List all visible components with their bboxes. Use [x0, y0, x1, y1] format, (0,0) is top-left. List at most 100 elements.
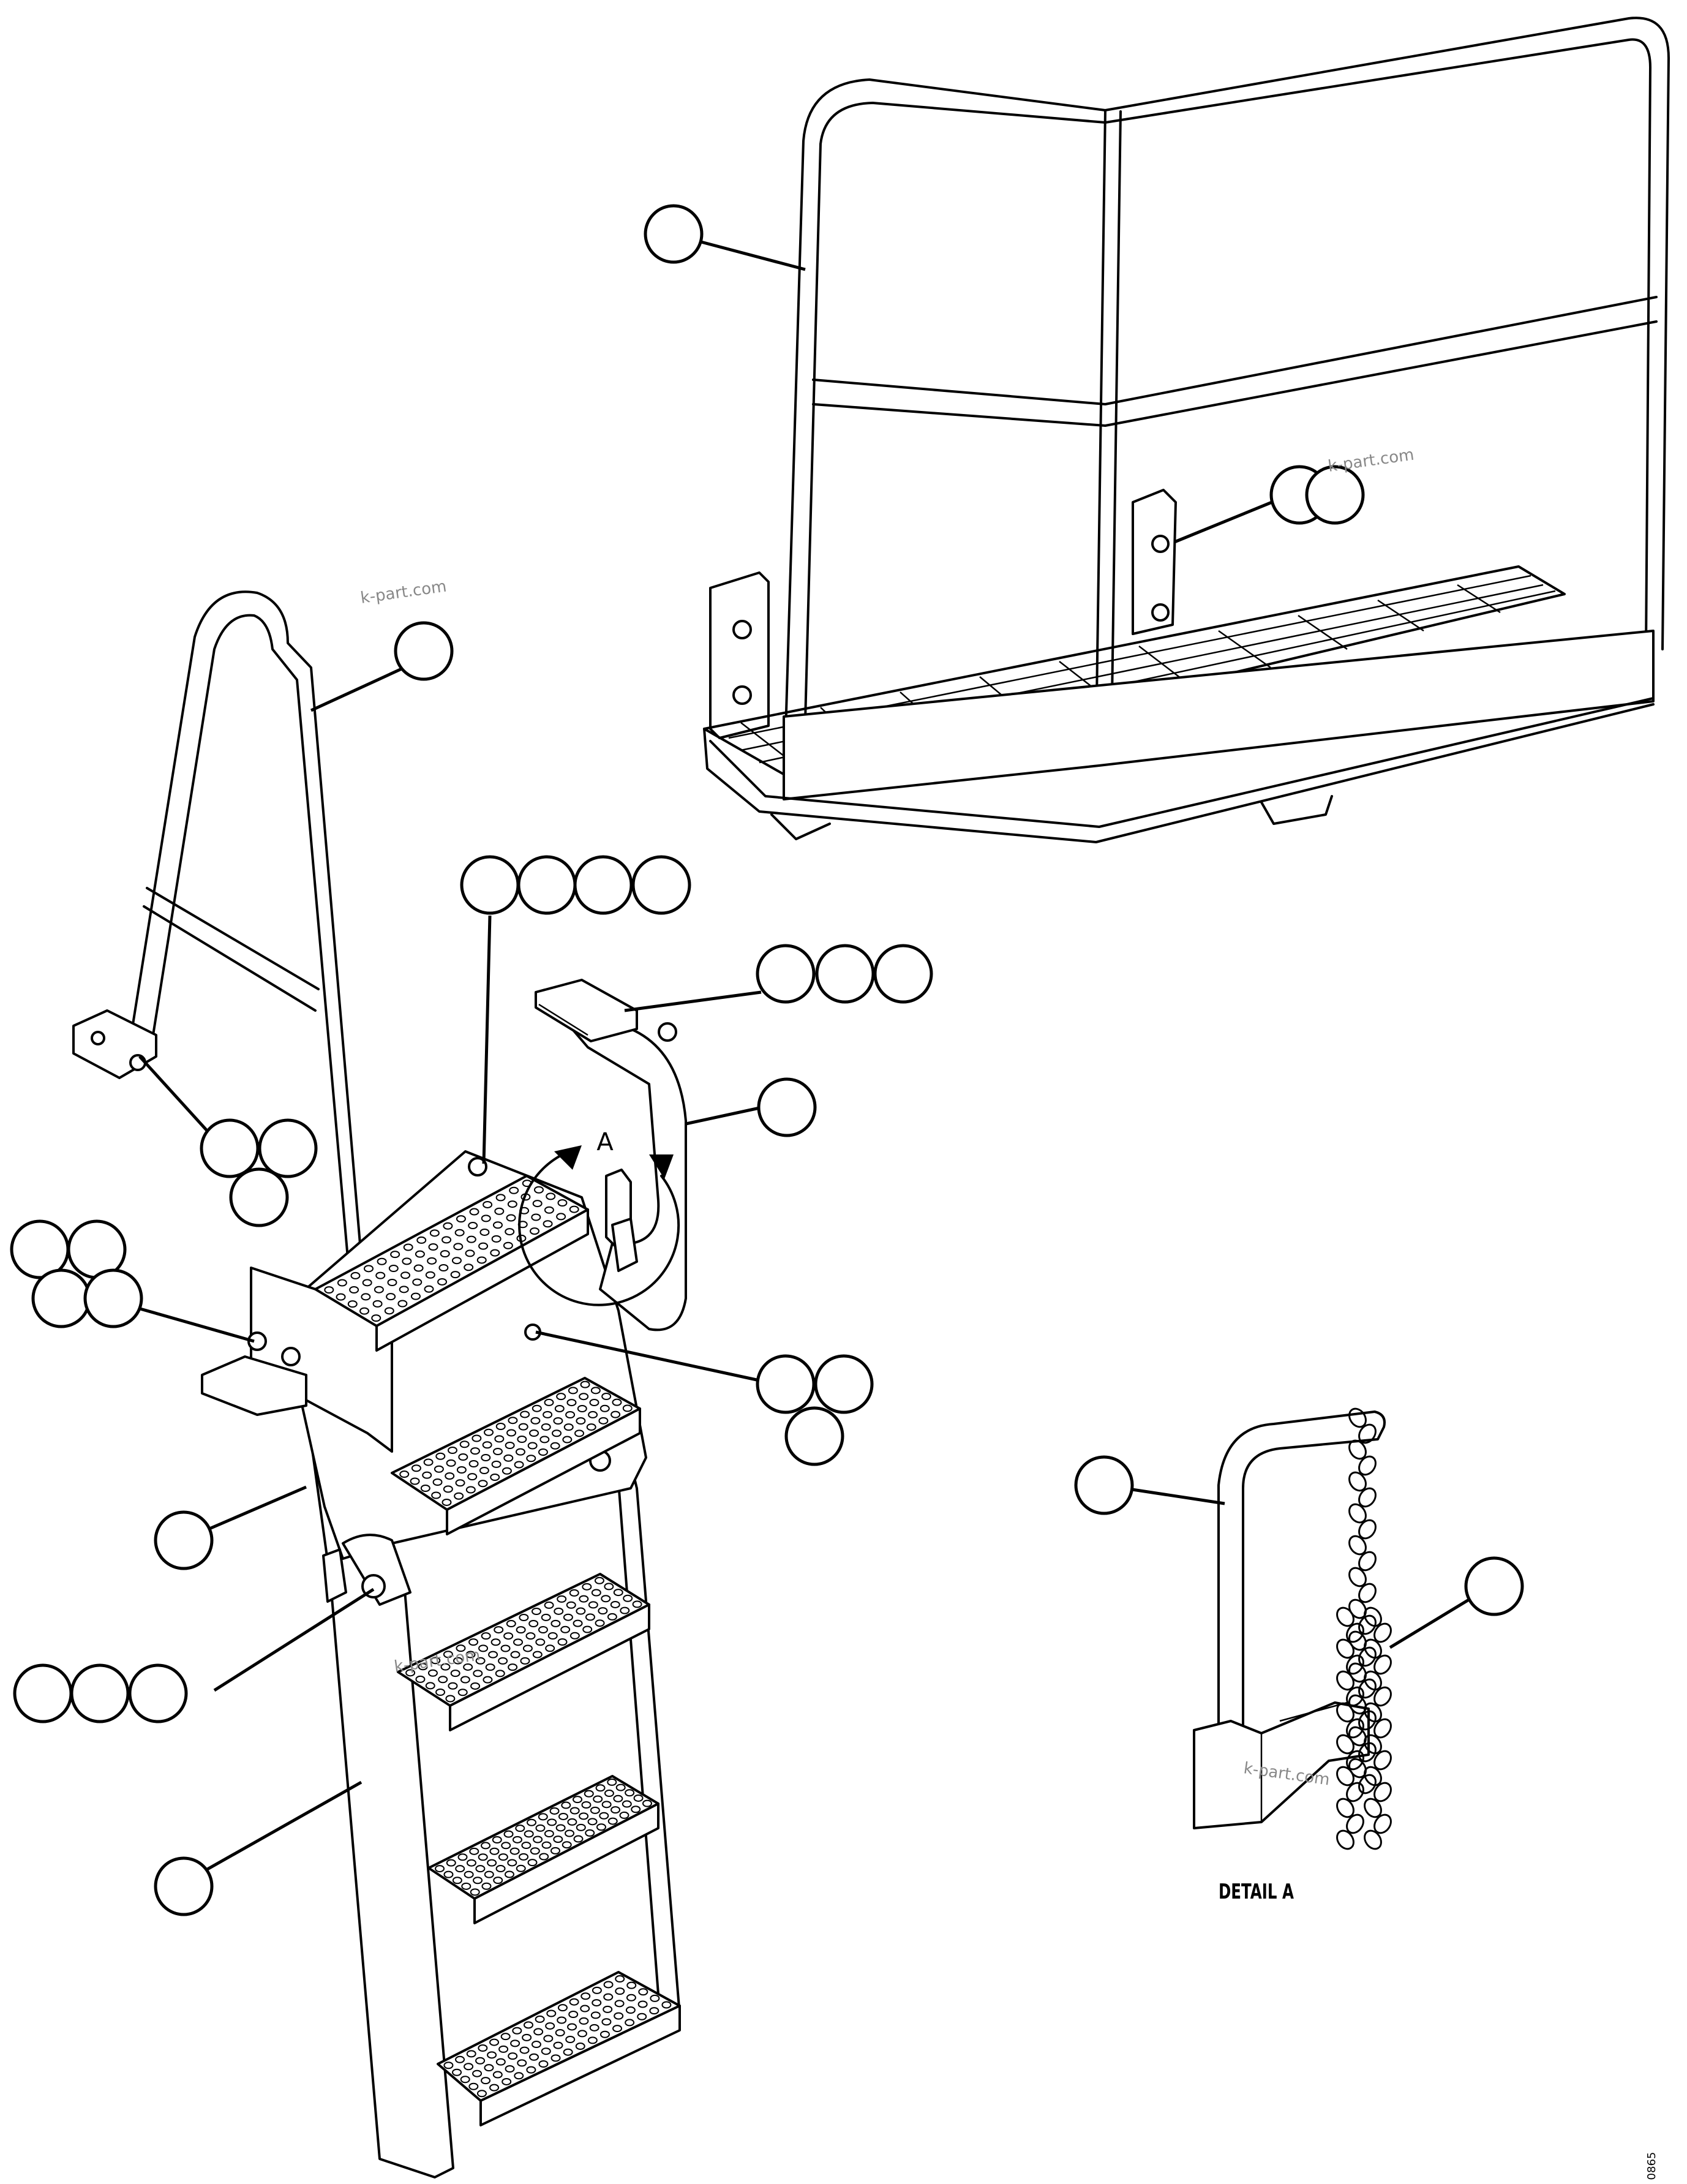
chain-link [1346, 1686, 1364, 1707]
callout-bubble[interactable] [154, 1856, 214, 1916]
callout-bubble[interactable] [815, 944, 875, 1004]
tread-hole [535, 2015, 545, 2023]
tread-hole [489, 2038, 500, 2046]
tread-hole [599, 1404, 610, 1412]
callout-bubble[interactable] [814, 1354, 874, 1414]
tread-hole [622, 1800, 632, 1808]
tread-hole [579, 2017, 589, 2025]
tread-hole [479, 1228, 490, 1236]
tread-hole [562, 1436, 573, 1444]
callout-bubble[interactable] [631, 855, 691, 915]
tread-hole [337, 1279, 347, 1287]
tread-hole [637, 2013, 647, 2020]
tread-hole [429, 1229, 440, 1237]
tread-hole [604, 1790, 614, 1798]
callout-bubble[interactable] [1074, 1455, 1134, 1515]
callout-bubble[interactable] [1305, 465, 1365, 525]
tread-hole [584, 1790, 594, 1798]
tread-hole [610, 1600, 620, 1608]
callout-bubble[interactable] [70, 1663, 130, 1723]
callout-bubble[interactable] [128, 1663, 188, 1723]
tread-hole [478, 1242, 489, 1250]
tread-hole [557, 1199, 568, 1207]
tread-hole [466, 1859, 476, 1867]
callout-bubble[interactable] [517, 855, 577, 915]
tread-hole [590, 1806, 600, 1814]
detail-a-chain [1336, 1407, 1392, 1850]
tread-hole [562, 1841, 572, 1849]
tread-hole [509, 1186, 519, 1194]
tread-hole [452, 2068, 462, 2076]
tread-hole [543, 1410, 553, 1418]
callout-bubble[interactable] [644, 204, 704, 264]
tread-hole [457, 1853, 468, 1861]
chain-link [1346, 1718, 1364, 1739]
tread-hole [397, 1300, 408, 1308]
tread-hole [443, 1485, 453, 1493]
tread-hole [377, 1257, 387, 1265]
handrail-bolt [91, 1031, 105, 1045]
callout-bubble[interactable] [573, 855, 633, 915]
callout-bubble[interactable] [394, 621, 454, 681]
tread-hole [592, 1999, 602, 2007]
tread-hole [510, 1651, 520, 1659]
tread-hole [560, 1625, 571, 1633]
callout-bubble[interactable] [31, 1268, 91, 1328]
callout-bubble[interactable] [756, 1354, 816, 1414]
tread-hole [450, 1670, 460, 1678]
tread-hole [425, 1271, 435, 1279]
platform-assembly [703, 17, 1670, 843]
callout-bubble[interactable] [83, 1268, 143, 1328]
callout-bubble[interactable] [154, 1510, 214, 1570]
tread-hole [545, 2022, 555, 2030]
tread-hole [454, 1229, 465, 1237]
callout-bubble[interactable] [1464, 1556, 1524, 1616]
tread-hole [492, 1221, 503, 1229]
tread-hole [468, 1222, 478, 1230]
tread-hole [526, 1455, 536, 1463]
tread-hole [440, 1663, 451, 1671]
callout-bubble[interactable] [229, 1167, 289, 1227]
tread-hole [399, 1286, 409, 1293]
chain-link [1358, 1423, 1377, 1444]
tread-hole [475, 1865, 486, 1873]
tread-hole [532, 1404, 542, 1412]
tread-hole [435, 1452, 446, 1460]
tread-hole [468, 1638, 479, 1646]
tread-hole [470, 1447, 480, 1455]
tread-hole [522, 1644, 533, 1652]
tread-hole [507, 1200, 517, 1208]
tread-hole [601, 2018, 612, 2026]
chain-link [1373, 1686, 1392, 1707]
chain-link [1373, 1718, 1392, 1739]
callout-bubble[interactable] [200, 1118, 260, 1178]
tread-hole [532, 1200, 543, 1208]
tread-hole [501, 1842, 511, 1850]
tread-hole [557, 2016, 567, 2024]
tread-hole [476, 1256, 487, 1264]
tread-hole [650, 1994, 660, 2002]
tread-hole [649, 2007, 659, 2015]
detail-a-base-edge [1260, 1701, 1348, 1822]
tread-hole [473, 1670, 483, 1678]
callout-bubble[interactable] [873, 944, 933, 1004]
callout-bubble[interactable] [258, 1118, 318, 1178]
callout-bubble[interactable] [784, 1406, 844, 1466]
tread-hole [505, 1228, 515, 1236]
callout-bubble[interactable] [13, 1663, 73, 1723]
callout-bubble[interactable] [756, 944, 816, 1004]
tread-hole [553, 1417, 563, 1425]
callout-bubble[interactable] [757, 1077, 817, 1137]
callout-bubble[interactable] [460, 855, 520, 915]
tread-hole [538, 1813, 548, 1821]
tread-hole [492, 1448, 503, 1455]
detail-a-base-block [1193, 1701, 1370, 1829]
tread-hole [611, 1410, 621, 1418]
tread-hole [544, 1398, 554, 1406]
tread-hole [533, 2028, 544, 2036]
tread-hole [390, 1251, 400, 1259]
tread-hole [585, 1613, 595, 1621]
tread-hole [427, 1669, 438, 1677]
drawing-number: 420865 [1645, 2152, 1658, 2181]
